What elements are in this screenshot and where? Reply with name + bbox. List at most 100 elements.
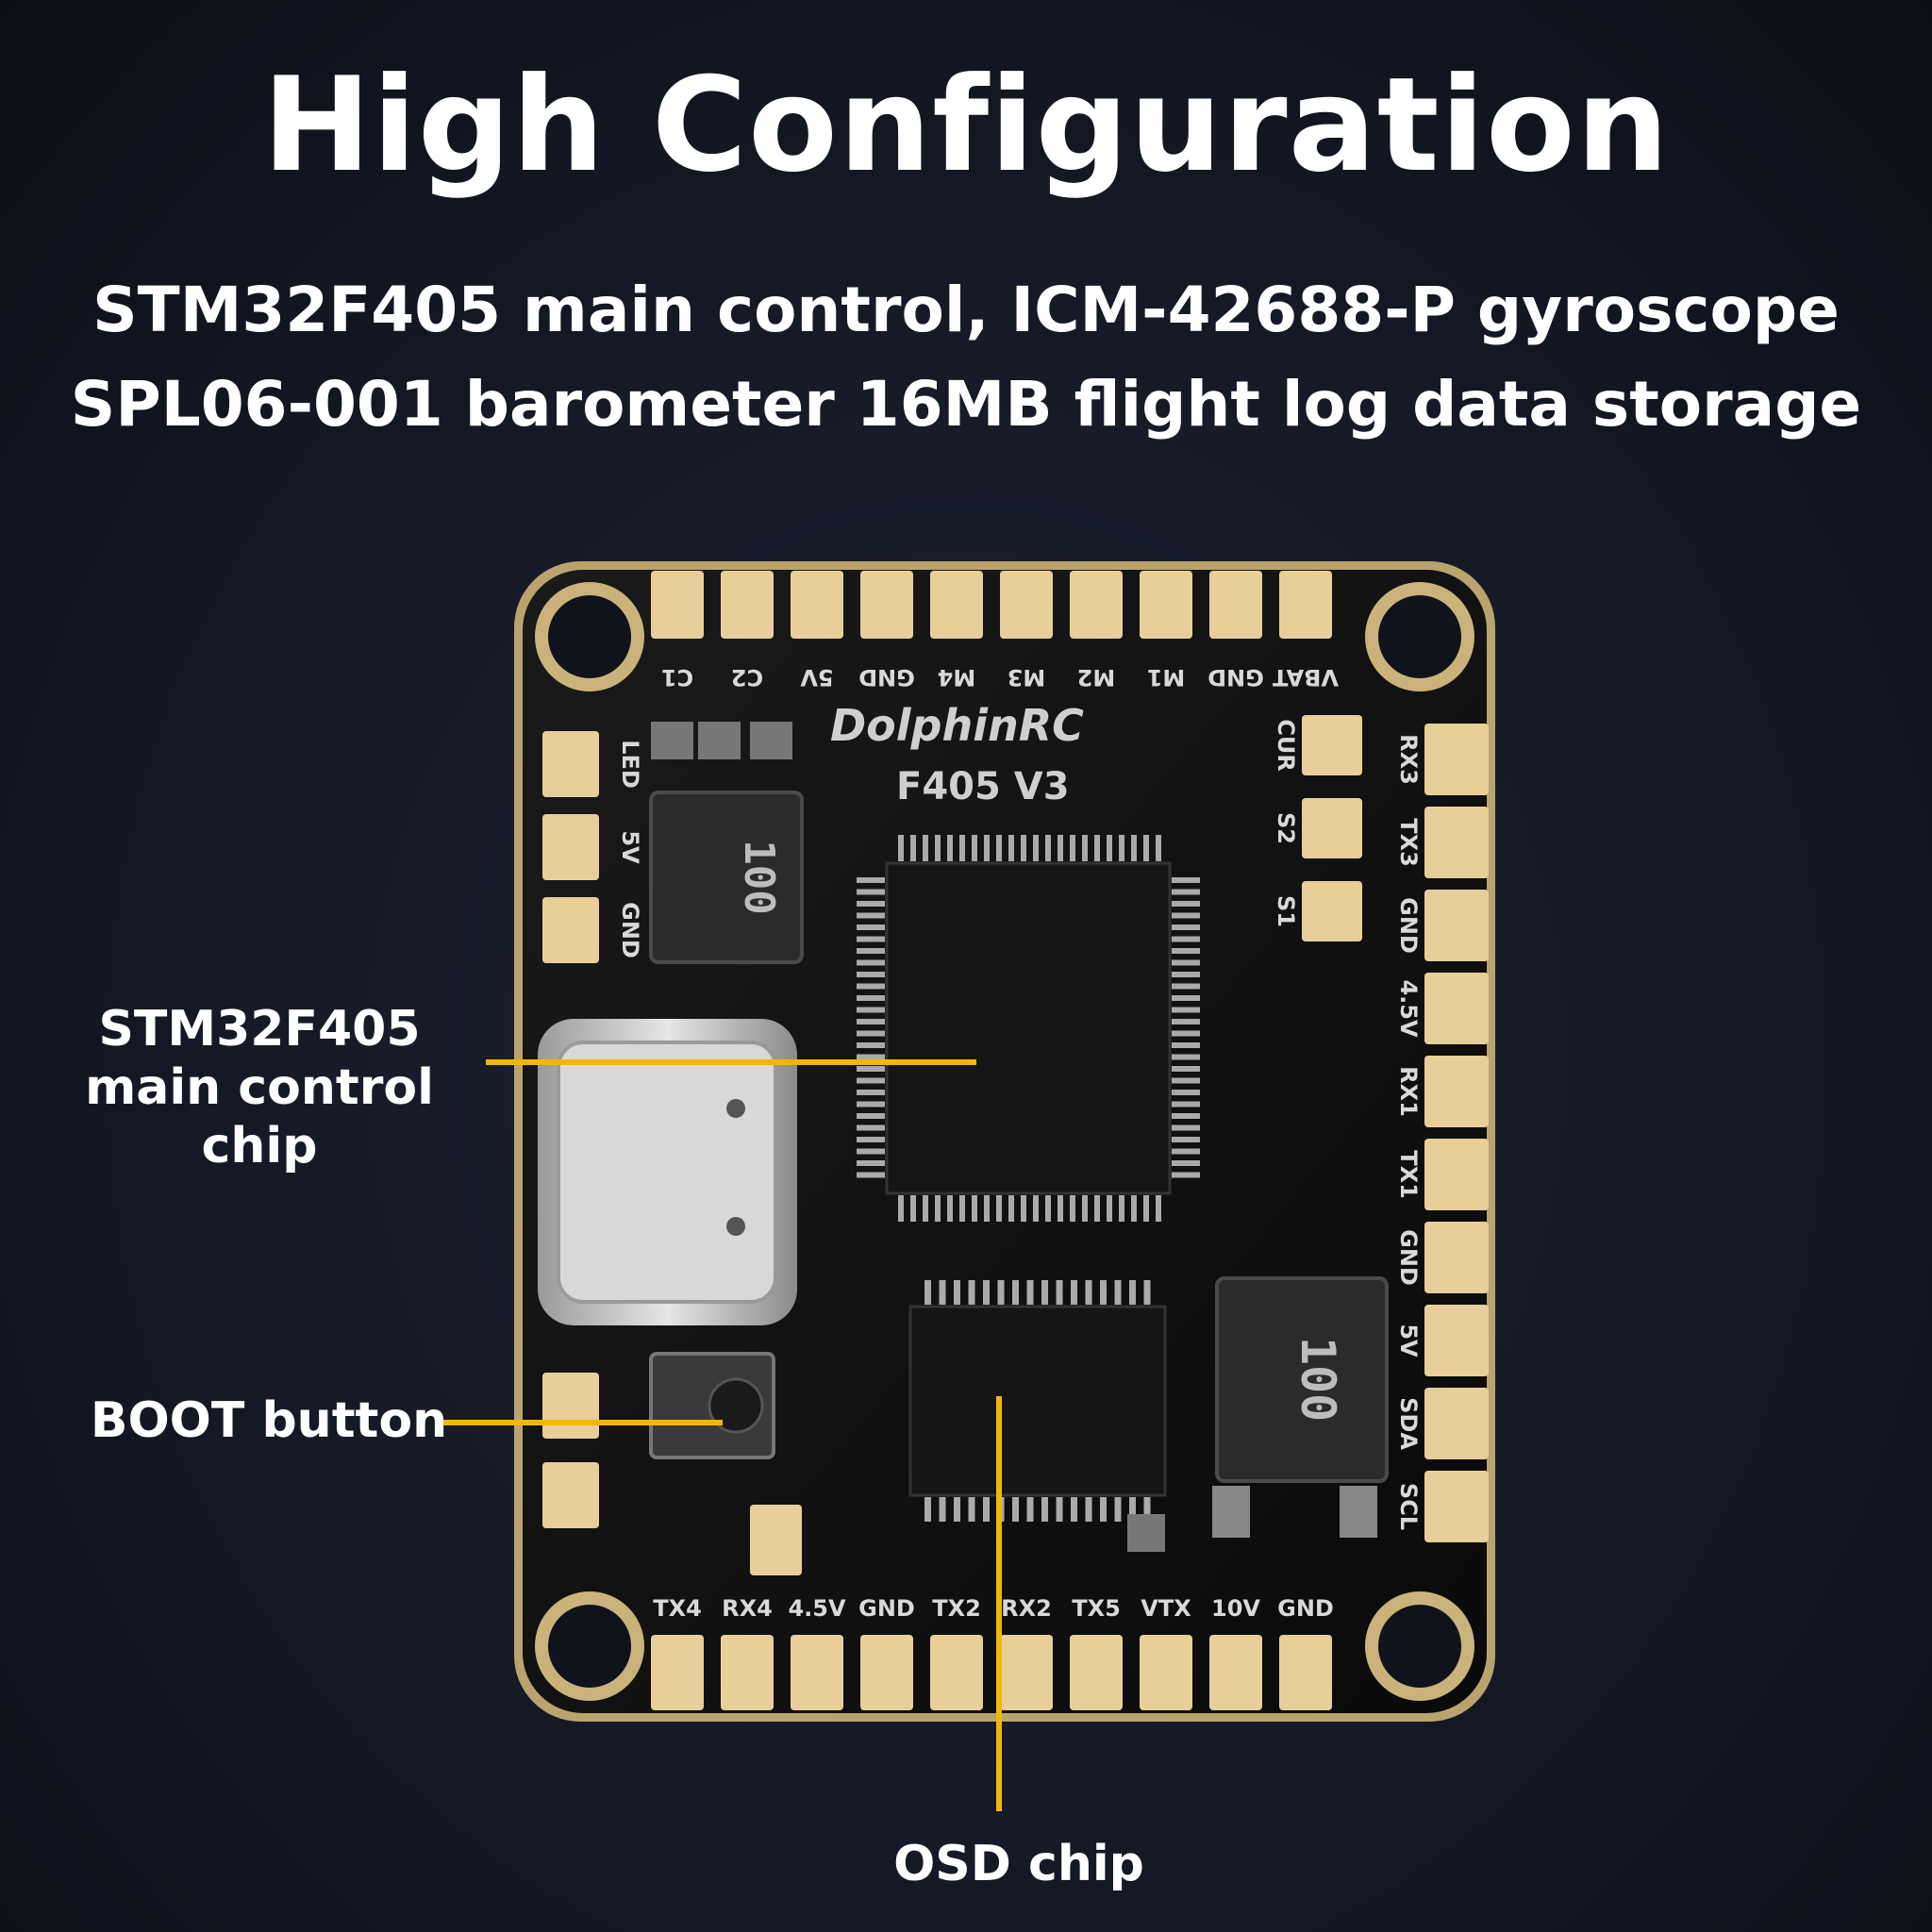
pad-bottom-3 (860, 1635, 913, 1710)
pad-label-left-1: 5V (617, 830, 643, 864)
callout-main-chip-line2: main control chip (85, 1059, 434, 1174)
pad-label-right-5: TX1 (1395, 1150, 1422, 1199)
callout-line-osd (996, 1396, 1002, 1811)
pad-top-1 (721, 571, 774, 639)
pad-inner-0 (1302, 715, 1362, 775)
pad-left-1 (542, 814, 599, 880)
pad-top-6 (1070, 571, 1123, 639)
spec-line-2: SPL06-001 barometer 16MB flight log data… (70, 368, 1862, 441)
pad-label-bottom-8: 10V (1211, 1595, 1260, 1622)
pad-right-7 (1424, 1305, 1489, 1376)
pad-label-top-8: GND (1208, 664, 1264, 691)
callout-boot: BOOT button (90, 1392, 448, 1449)
pad-label-bottom-1: RX4 (722, 1595, 773, 1622)
pad-inner-bottom (750, 1505, 802, 1575)
callout-line-main-chip (486, 1059, 976, 1065)
pad-label-right-9: SCL (1395, 1483, 1422, 1530)
pad-label-right-0: RX3 (1395, 734, 1422, 785)
pad-label-top-7: M1 (1147, 664, 1186, 691)
pad-label-bottom-4: TX2 (932, 1595, 981, 1622)
boot-button (649, 1352, 775, 1459)
left-solder-pads: LED 5V GND (542, 731, 643, 1528)
pad-top-9 (1279, 571, 1332, 639)
pad-label-inner-0: CUR (1273, 719, 1299, 772)
pad-label-top-1: C2 (731, 664, 763, 691)
pad-label-top-4: M4 (938, 664, 976, 691)
pad-label-top-6: M2 (1077, 664, 1116, 691)
pad-bottom-9 (1279, 1635, 1332, 1710)
pad-right-3 (1424, 973, 1489, 1044)
pad-label-bottom-6: TX5 (1072, 1595, 1121, 1622)
pad-label-bottom-5: RX2 (1001, 1595, 1052, 1622)
pad-left-0 (542, 731, 599, 797)
mounting-holes (535, 582, 1474, 1701)
pad-bottom-6 (1070, 1635, 1123, 1710)
pad-label-bottom-9: GND (1277, 1595, 1334, 1622)
pad-label-right-7: 5V (1395, 1324, 1422, 1357)
page-title: High Configuration (261, 49, 1671, 201)
pad-top-5 (1000, 571, 1053, 639)
pad-label-top-2: 5V (800, 664, 834, 691)
pad-label-right-6: GND (1395, 1229, 1422, 1286)
svg-text:100: 100 (735, 840, 783, 914)
pad-label-left-2: GND (617, 902, 643, 958)
svg-text:100: 100 (1291, 1337, 1345, 1422)
pad-bottom-8 (1209, 1635, 1262, 1710)
pad-right-5 (1424, 1139, 1489, 1210)
pad-bottom-1 (721, 1635, 774, 1710)
callout-main-chip-line1: STM32F405 (98, 1001, 421, 1058)
pad-label-top-3: GND (858, 664, 915, 691)
pad-right-6 (1424, 1222, 1489, 1293)
model-label: F405 V3 (896, 765, 1070, 808)
pad-top-0 (651, 571, 704, 639)
pad-right-8 (1424, 1388, 1489, 1459)
pad-label-top-0: C1 (661, 664, 693, 691)
inductor-top: 100 (649, 791, 804, 964)
pad-bottom-7 (1140, 1635, 1192, 1710)
pad-label-right-4: RX1 (1395, 1066, 1422, 1117)
pad-label-right-2: GND (1395, 897, 1422, 954)
osd-chip (908, 1280, 1167, 1522)
pad-bottom-4 (930, 1635, 983, 1710)
pad-label-top-9: VBAT (1272, 664, 1339, 691)
pad-bottom-0 (651, 1635, 704, 1710)
pad-inner-1 (1302, 798, 1362, 858)
spec-line-1: STM32F405 main control, ICM-42688-P gyro… (92, 274, 1840, 346)
pad-top-4 (930, 571, 983, 639)
pad-label-right-8: SDA (1395, 1397, 1422, 1450)
top-solder-pads: C1 C2 5V GND M4 M3 M2 M1 GND VBAT (651, 571, 1339, 691)
pad-left-2 (542, 897, 599, 963)
pad-right-2 (1424, 890, 1489, 961)
callout-osd: OSD chip (893, 1836, 1144, 1892)
usb-c-port (538, 1019, 797, 1325)
pad-label-right-1: TX3 (1395, 818, 1422, 867)
pad-label-bottom-0: TX4 (653, 1595, 702, 1622)
pad-label-bottom-2: 4.5V (788, 1595, 846, 1622)
pad-top-2 (791, 571, 843, 639)
pad-label-top-5: M3 (1008, 664, 1046, 691)
brand-label: DolphinRC (830, 700, 1084, 751)
pad-label-inner-1: S2 (1273, 812, 1299, 844)
pad-label-inner-2: S1 (1273, 895, 1299, 927)
pad-bottom-5 (1000, 1635, 1053, 1710)
pad-left-lower-0 (542, 1373, 599, 1439)
callout-main-chip: STM32F405 main control chip (19, 1000, 500, 1175)
inductor-bottom: 100 (1215, 1276, 1389, 1483)
pad-top-8 (1209, 571, 1262, 639)
mcu-pins (857, 835, 1200, 1222)
callout-line-boot (440, 1420, 723, 1425)
pad-right-4 (1424, 1056, 1489, 1127)
pad-top-7 (1140, 571, 1192, 639)
pad-label-bottom-7: VTX (1141, 1595, 1191, 1622)
pad-inner-2 (1302, 881, 1362, 941)
pad-label-right-3: 4.5V (1395, 979, 1422, 1038)
pad-top-3 (860, 571, 913, 639)
pad-right-9 (1424, 1471, 1489, 1542)
pad-bottom-2 (791, 1635, 843, 1710)
pad-label-left-0: LED (617, 740, 643, 789)
pad-right-1 (1424, 807, 1489, 878)
